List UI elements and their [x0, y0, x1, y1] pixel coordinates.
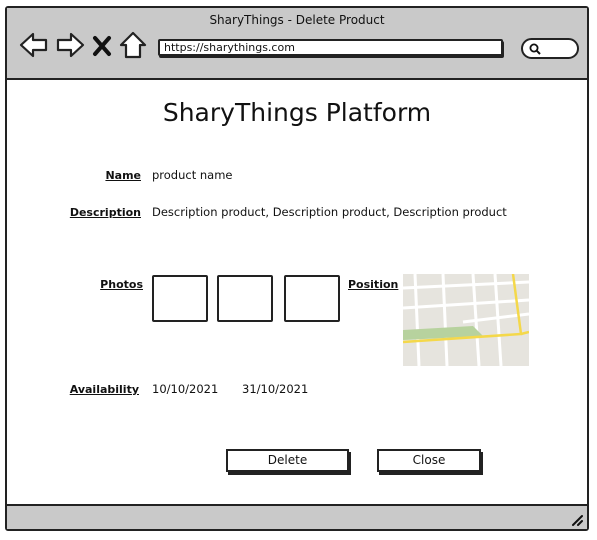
- availability-from-date: 10/10/2021: [152, 382, 219, 396]
- close-x-icon[interactable]: [91, 30, 113, 60]
- back-arrow-icon[interactable]: [19, 30, 49, 60]
- name-label: Name: [105, 169, 141, 182]
- browser-search-box[interactable]: [521, 38, 579, 59]
- resize-handle-icon[interactable]: [569, 512, 583, 526]
- browser-titlebar: SharyThings - Delete Product https://sha…: [7, 8, 587, 80]
- photo-placeholder: [152, 275, 208, 322]
- photo-placeholder: [217, 275, 273, 322]
- page-title: SharyThings Platform: [162, 98, 432, 127]
- home-icon[interactable]: [119, 30, 147, 60]
- position-label: Position: [348, 278, 399, 291]
- description-label: Description: [69, 206, 141, 219]
- photo-placeholder: [284, 275, 340, 322]
- photos-label: Photos: [100, 278, 143, 291]
- url-bar[interactable]: https://sharythings.com: [158, 39, 503, 56]
- delete-button[interactable]: Delete: [226, 449, 349, 472]
- forward-arrow-icon[interactable]: [55, 30, 85, 60]
- name-value: product name: [152, 168, 233, 182]
- search-icon: [529, 43, 541, 55]
- page-content: SharyThings Platform Name product name D…: [7, 80, 587, 506]
- status-bar: [7, 504, 587, 529]
- availability-to-date: 31/10/2021: [242, 382, 309, 396]
- availability-label: Availability: [69, 383, 139, 396]
- description-value: Description product, Description product…: [152, 205, 507, 219]
- browser-window: SharyThings - Delete Product https://sha…: [5, 6, 589, 531]
- window-title: SharyThings - Delete Product: [209, 13, 385, 27]
- close-button[interactable]: Close: [377, 449, 481, 472]
- position-map: [403, 274, 529, 366]
